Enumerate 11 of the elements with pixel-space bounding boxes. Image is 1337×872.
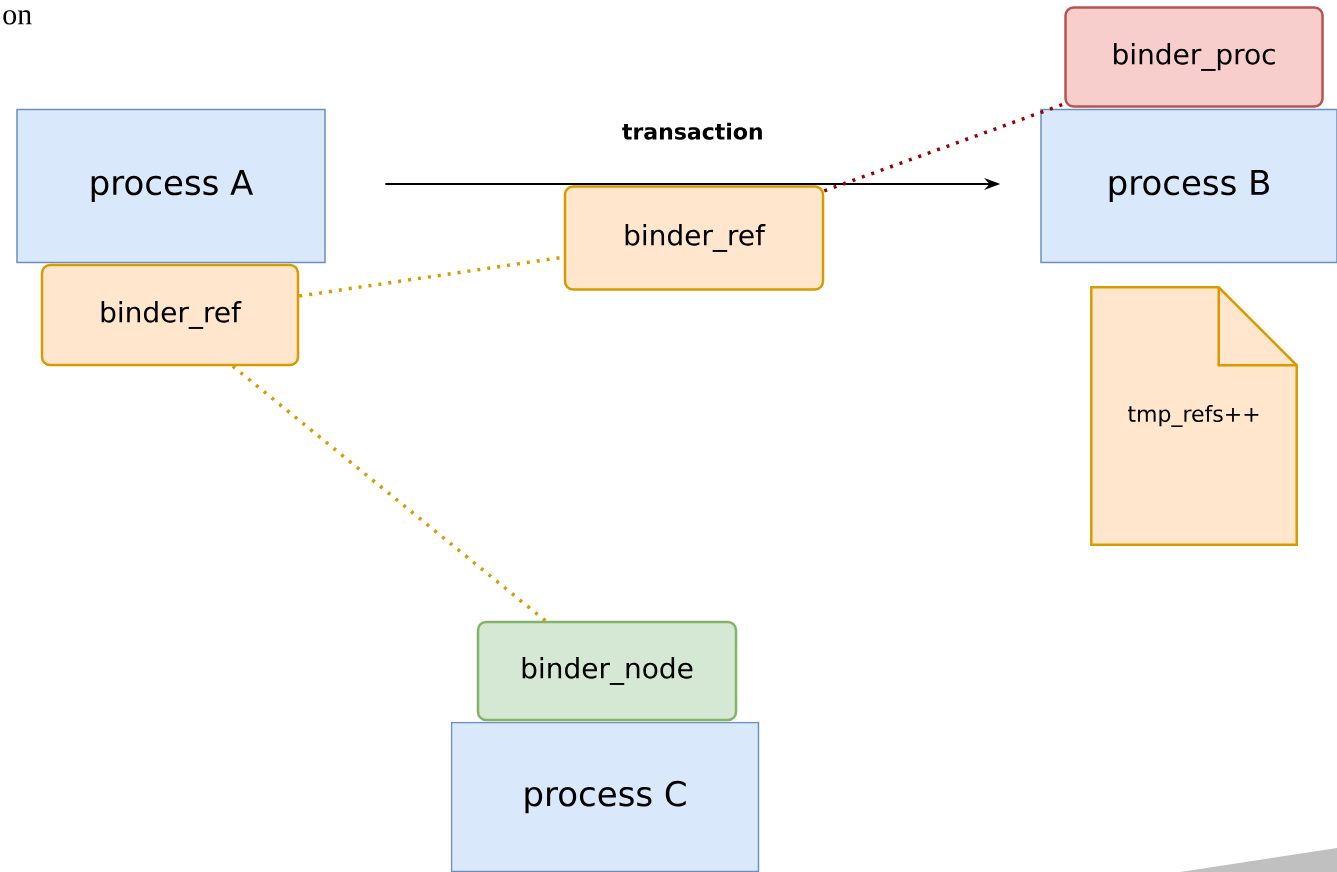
reference-box: binder_ref [40,263,300,367]
process-box: process A [16,108,326,264]
process-box: process C [450,721,760,872]
edge-label: transaction [622,122,762,140]
dotted-line [231,364,547,623]
page-text: on [3,10,32,25]
node-box: binder_node [476,620,738,722]
dotted-line [823,102,1065,193]
process-box: process B [1040,108,1337,264]
proc-box: binder_proc [1064,6,1324,108]
reference-box: binder_ref [563,185,825,291]
